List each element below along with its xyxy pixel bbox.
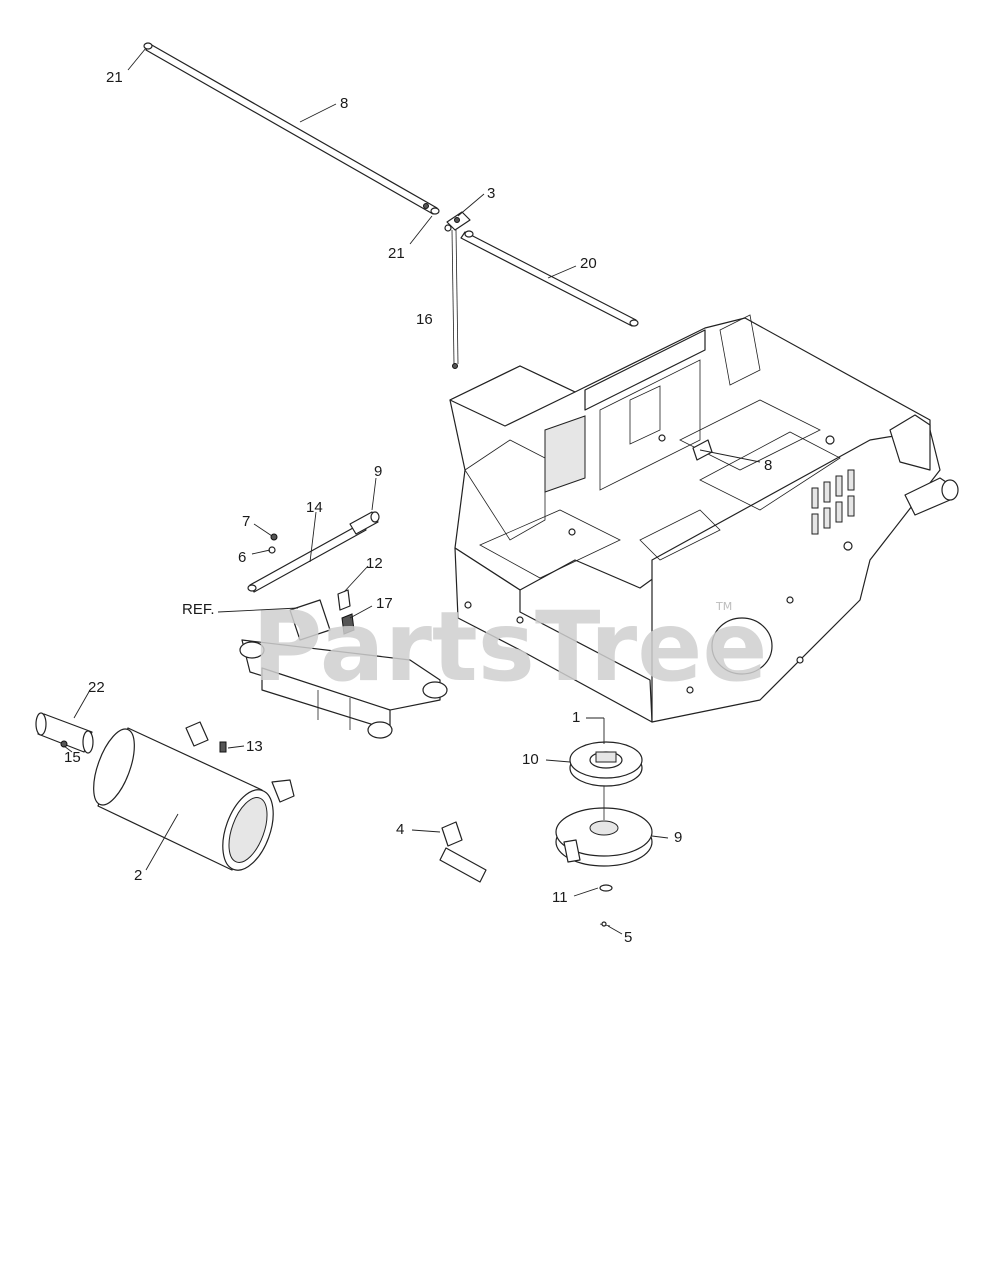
washer-part-11 [599,884,613,892]
callout-10: 10 [522,751,539,768]
rod-part-16 [451,229,459,369]
rod-part-14 [247,522,367,593]
pivot-bracket-part-3 [444,211,471,232]
exhaust-pipe-part-22 [35,712,94,754]
callout-12: 12 [366,555,383,572]
coupler-part-9-upper [349,511,380,535]
callout-9-upper: 9 [374,463,382,480]
callout-8-rod: 8 [340,95,348,112]
bolt-part-5 [599,921,611,927]
sensor-part-4 [439,821,487,883]
callout-8-frame: 8 [764,457,772,474]
clutch-part-9 [555,786,653,867]
callout-13: 13 [246,738,263,755]
chassis-frame [449,314,959,723]
leader-lines [63,47,761,935]
bolt-part-13 [219,741,227,753]
callout-9-clutch: 9 [674,829,682,846]
callout-22: 22 [88,679,105,696]
callout-6: 6 [238,549,246,566]
control-rod-part-8 [143,42,440,215]
pin-part-7 [270,533,278,541]
muffler-part-2 [93,721,295,871]
callout-11: 11 [552,889,568,906]
callout-21-top: 21 [106,69,123,86]
parts-tree-watermark: PartsTree TM [252,591,767,703]
callout-2: 2 [134,867,142,884]
callout-ref: REF. [182,601,215,618]
callout-17: 17 [376,595,393,612]
callout-5: 5 [624,929,632,946]
vent-slots [811,469,855,535]
callout-16: 16 [416,311,433,328]
callout-14: 14 [306,499,323,516]
callout-3: 3 [487,185,495,202]
bolt-part-17 [341,613,355,635]
rod-part-20 [460,230,639,327]
callout-4: 4 [396,821,404,838]
callout-21-mid: 21 [388,245,405,262]
watermark-trademark: TM [715,600,732,613]
clamp-part-15 [60,740,68,748]
watermark-text: PartsTree [252,591,767,703]
callout-15: 15 [64,749,81,766]
pulley-part-10 [569,741,643,787]
callout-20: 20 [580,255,597,272]
callout-labels: 21 8 3 21 20 16 8 9 14 7 6 12 17 REF. 22… [64,69,772,946]
axle-assembly-ref [239,599,448,739]
callout-7: 7 [242,513,250,530]
callout-1: 1 [572,709,580,726]
